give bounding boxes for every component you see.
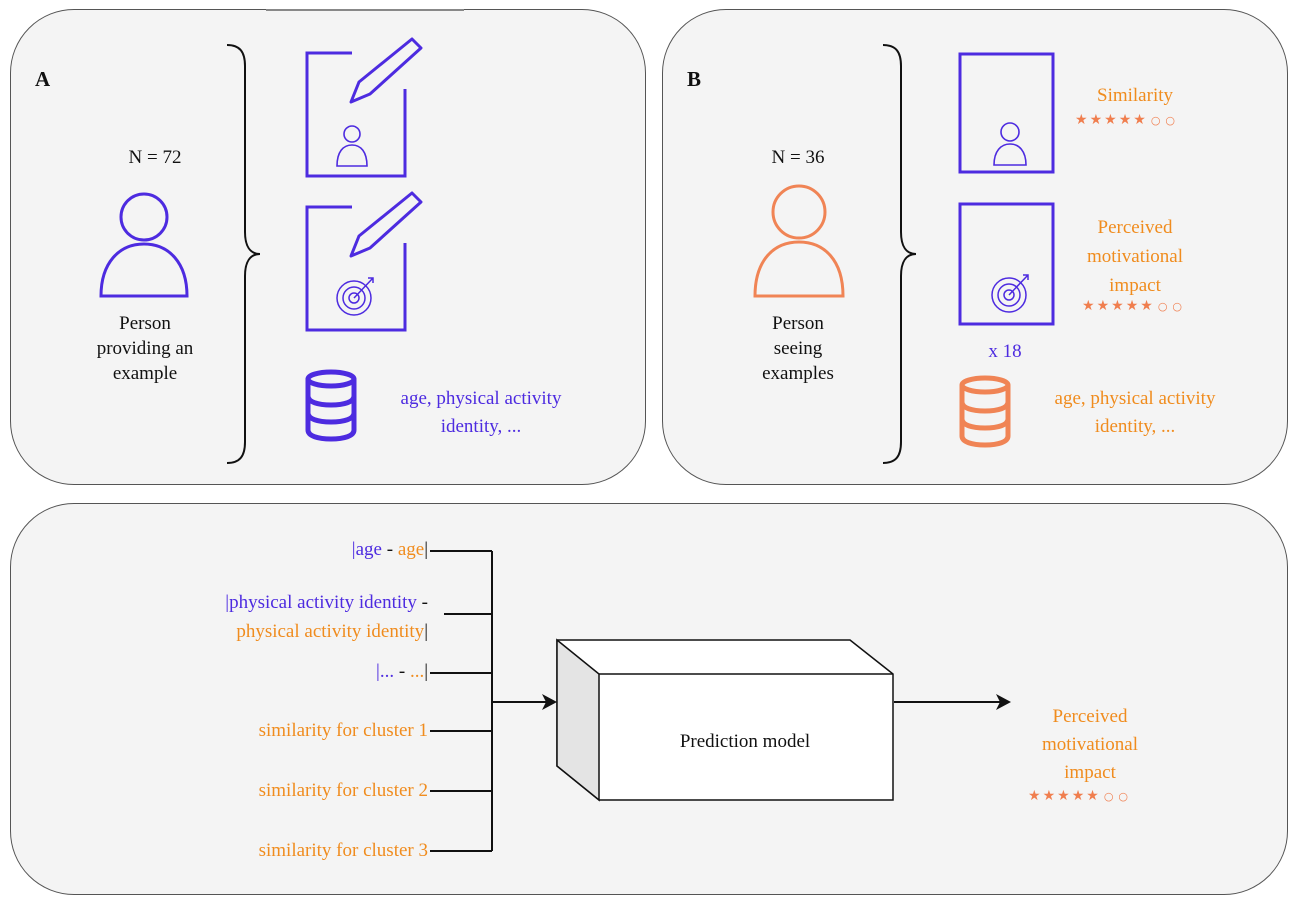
panel-a-label: A xyxy=(35,67,51,91)
star-empty-icon: ○ xyxy=(1103,790,1116,803)
person-line: providing an xyxy=(96,338,194,359)
feature-identity-diff: |physical activity identity - physical a… xyxy=(225,588,428,646)
star-empty-icon: ○ xyxy=(1172,300,1185,313)
star-filled-icon: ★ xyxy=(1086,788,1101,804)
feature-minus: - xyxy=(381,539,398,560)
db-text-line: age, physical activity xyxy=(400,388,562,409)
star-filled-icon: ★ xyxy=(1125,298,1141,314)
repeat-count: x 18 xyxy=(988,341,1022,362)
person-line: examples xyxy=(762,363,834,384)
perceived-line: Perceived xyxy=(1097,217,1173,238)
star-filled-icon: ★ xyxy=(1133,112,1148,128)
star-empty-icon: ○ xyxy=(1165,114,1178,127)
star-filled-icon: ★ xyxy=(1096,298,1112,314)
person-line: Person xyxy=(119,313,171,334)
db-text-line: identity, ... xyxy=(440,416,522,437)
perceived-line: motivational xyxy=(1086,246,1184,267)
star-filled-icon: ★ xyxy=(1104,112,1119,128)
panel-b-person-label: Person seeing examples xyxy=(733,311,863,386)
feature-cluster-3: similarity for cluster 3 xyxy=(258,840,428,861)
person-frame-icon xyxy=(958,52,1055,174)
panel-a-top-mark xyxy=(266,9,464,11)
panel-b-n: N = 36 xyxy=(771,147,825,168)
person-viewer-icon xyxy=(753,184,845,298)
star-filled-icon: ★ xyxy=(1082,298,1097,314)
star-filled-icon: ★ xyxy=(1111,298,1126,314)
perceived-impact-rating: ★★★★★○○ xyxy=(1082,298,1184,314)
feature-pipe: | xyxy=(424,539,428,560)
panel-a-person-label: Person providing an example xyxy=(80,311,210,386)
person-frame-pencil-icon xyxy=(305,37,423,178)
feature-cluster-1: similarity for cluster 1 xyxy=(258,720,428,741)
feature-cluster-2: similarity for cluster 2 xyxy=(258,780,428,801)
panel-a-db-text: age, physical activity identity, ... xyxy=(366,385,596,441)
feature-pipe: | xyxy=(351,539,356,560)
feature-pipe: | xyxy=(424,661,428,682)
database-orange-icon xyxy=(959,375,1011,448)
feature-pipe: | xyxy=(225,592,230,613)
feature-minus: - xyxy=(416,592,428,613)
similarity-rating: ★★★★★○○ xyxy=(1075,112,1177,128)
star-filled-icon: ★ xyxy=(1089,112,1105,128)
prediction-model-box xyxy=(556,638,894,802)
panel-a-n: N = 72 xyxy=(128,147,182,168)
person-provider-icon xyxy=(99,192,189,298)
person-line: example xyxy=(112,363,178,384)
person-line: seeing xyxy=(773,338,823,359)
star-filled-icon: ★ xyxy=(1071,788,1087,804)
database-icon xyxy=(305,369,357,442)
panel-b-db-text: age, physical activity identity, ... xyxy=(1020,385,1250,441)
prediction-model-label: Prediction model xyxy=(679,731,811,752)
star-filled-icon: ★ xyxy=(1118,112,1134,128)
feature-provider-part: age xyxy=(355,539,382,560)
star-filled-icon: ★ xyxy=(1042,788,1058,804)
output-line: motivational xyxy=(1041,734,1139,755)
perceived-impact-label: Perceived motivational impact xyxy=(1060,213,1210,300)
star-filled-icon: ★ xyxy=(1057,788,1072,804)
feature-viewer-part: ... xyxy=(409,661,425,682)
output-line: Perceived xyxy=(1052,706,1128,727)
similarity-label: Similarity xyxy=(1097,85,1173,106)
feature-identity-line-2: physical activity identity| xyxy=(225,617,428,646)
star-filled-icon: ★ xyxy=(1140,298,1155,314)
feature-identity-line-1: |physical activity identity - xyxy=(225,588,428,617)
brace-b xyxy=(882,44,917,464)
panel-b xyxy=(662,9,1288,485)
brace-a xyxy=(226,44,261,464)
output-impact-label: Perceived motivational impact xyxy=(1015,703,1165,787)
db-text-line: identity, ... xyxy=(1094,416,1176,437)
star-empty-icon: ○ xyxy=(1157,300,1170,313)
panel-b-label: B xyxy=(687,67,702,91)
star-empty-icon: ○ xyxy=(1150,114,1163,127)
output-impact-rating: ★★★★★○○ xyxy=(1028,788,1130,804)
feature-provider-part: physical activity identity xyxy=(229,592,417,613)
star-filled-icon: ★ xyxy=(1028,788,1043,804)
feature-age-diff: |age - age| xyxy=(352,538,428,562)
output-line: impact xyxy=(1064,762,1116,783)
feature-provider-part: ... xyxy=(379,661,395,682)
star-filled-icon: ★ xyxy=(1075,112,1090,128)
perceived-line: impact xyxy=(1109,275,1161,296)
person-line: Person xyxy=(772,313,824,334)
feature-viewer-part: physical activity identity xyxy=(236,621,425,642)
feature-other-diff: |... - ...| xyxy=(376,660,428,684)
feature-pipe: | xyxy=(424,621,428,642)
feature-viewer-part: age xyxy=(397,539,425,560)
target-frame-pencil-icon xyxy=(305,191,423,332)
star-empty-icon: ○ xyxy=(1118,790,1131,803)
feature-minus: - xyxy=(394,661,410,682)
feature-pipe: | xyxy=(376,661,380,682)
db-text-line: age, physical activity xyxy=(1054,388,1216,409)
target-frame-icon xyxy=(958,202,1055,326)
